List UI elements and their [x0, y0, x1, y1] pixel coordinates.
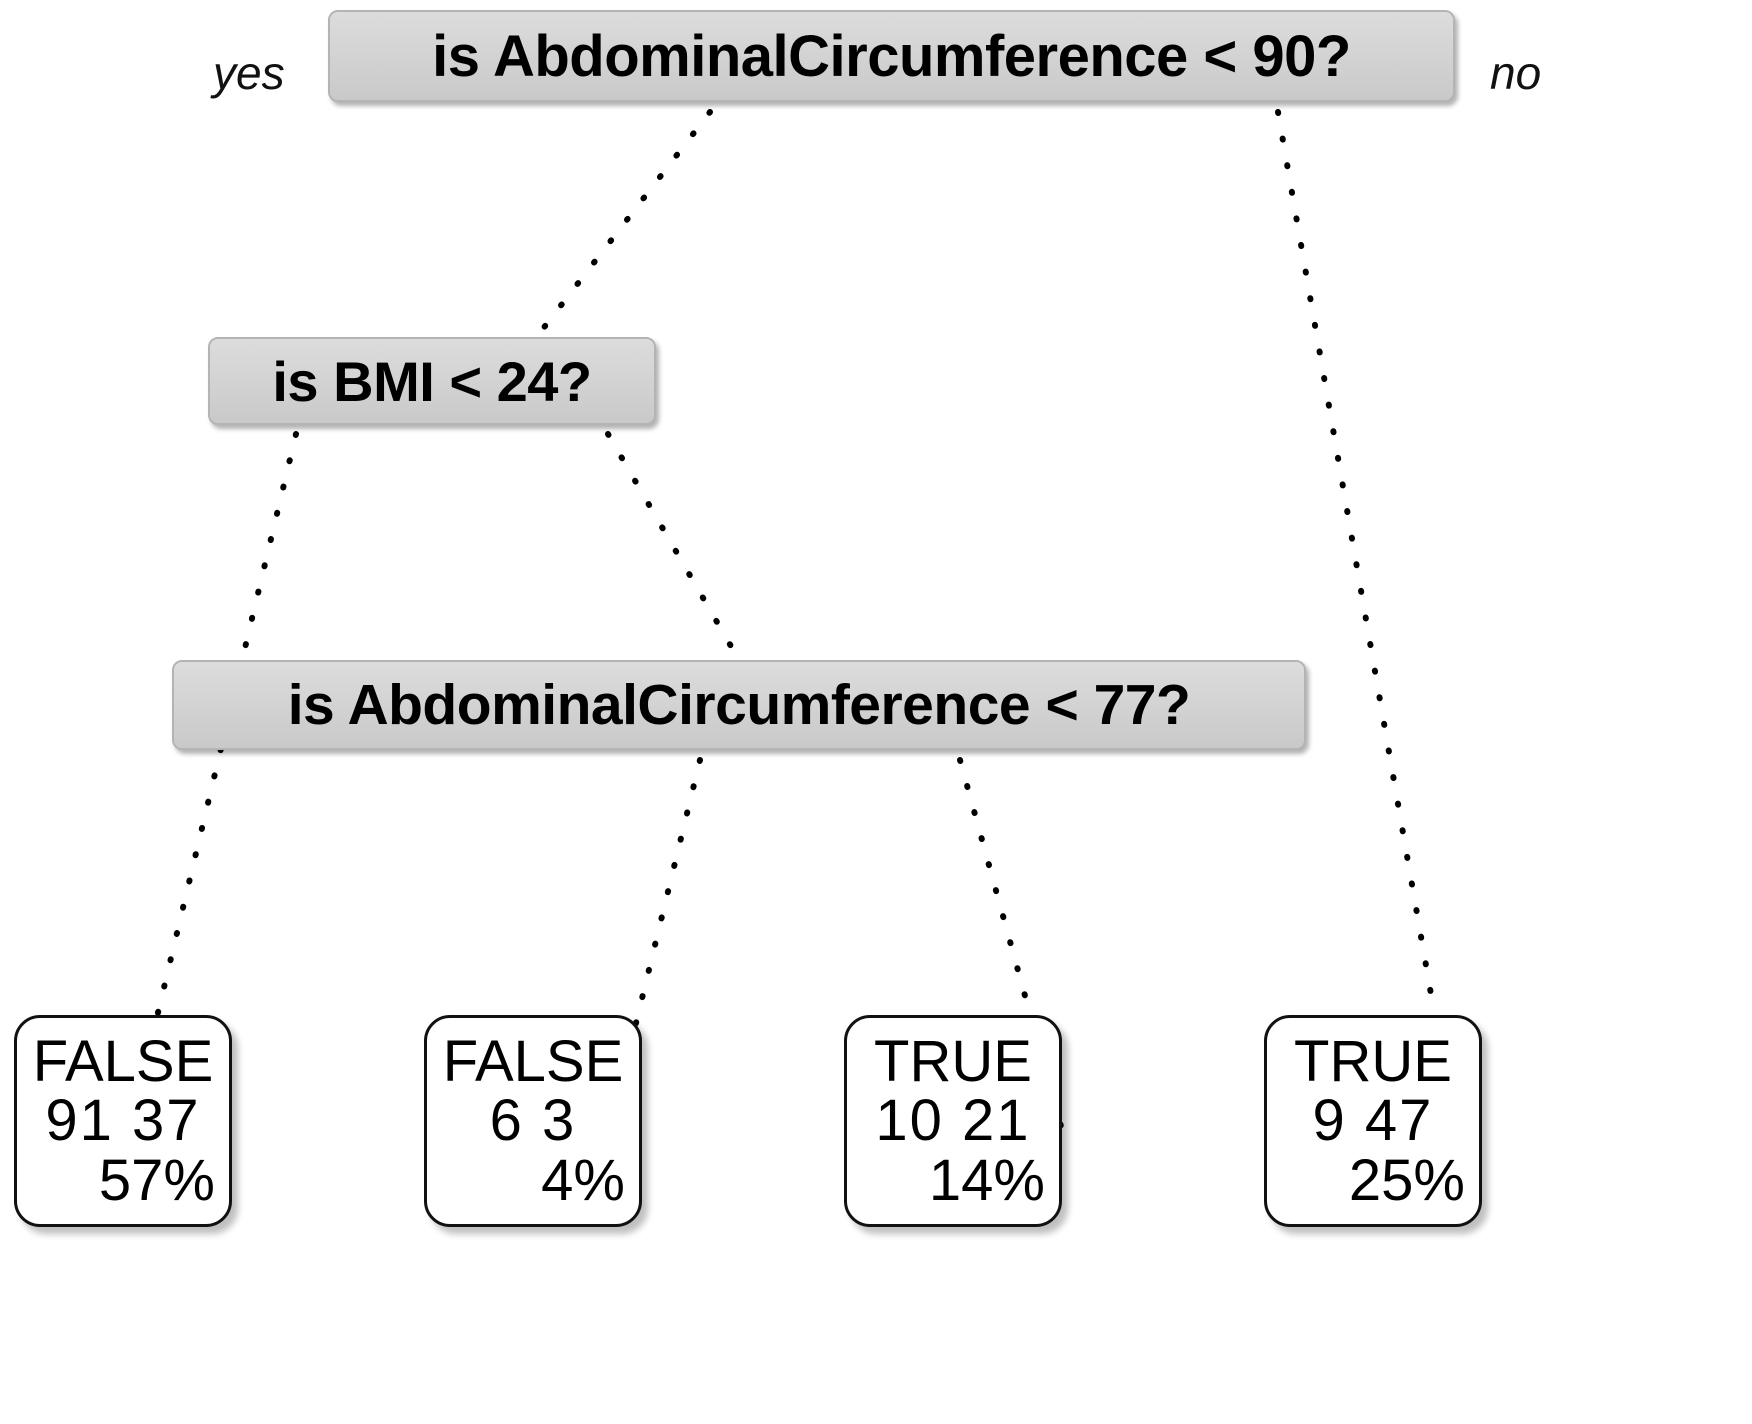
branch-label-yes: yes: [213, 47, 285, 99]
decision-node-bmi-label: is BMI < 24?: [210, 339, 654, 423]
decision-node-root[interactable]: is AbdominalCircumference < 90?: [328, 10, 1455, 102]
decision-node-ac77-label: is AbdominalCircumference < 77?: [174, 662, 1304, 748]
leaf-node-3[interactable]: TRUE 10 21 14%: [844, 1015, 1062, 1227]
leaf-node-3-percent: 14%: [928, 1147, 1045, 1213]
branch-label-no: no: [1490, 47, 1542, 99]
leaf-node-4-percent: 25%: [1348, 1147, 1465, 1213]
leaf-node-3-counts: 10 21: [875, 1088, 1031, 1154]
leaf-node-1-percent: 57%: [98, 1147, 215, 1213]
edge-root-to-ac77: [1275, 109, 1435, 1003]
leaf-node-4[interactable]: TRUE 9 47 25%: [1264, 1015, 1482, 1227]
leaf-node-1-label: FALSE: [32, 1029, 214, 1095]
decision-node-root-label: is AbdominalCircumference < 90?: [330, 12, 1453, 100]
leaf-node-4-counts: 9 47: [1312, 1088, 1434, 1154]
leaf-node-2[interactable]: FALSE 6 3 4%: [424, 1015, 642, 1227]
leaf-node-2-label: FALSE: [442, 1029, 624, 1095]
leaf-node-4-label: TRUE: [1294, 1029, 1452, 1095]
leaf-node-1-counts: 91 37: [45, 1088, 201, 1154]
leaf-node-1[interactable]: FALSE 91 37 57%: [14, 1015, 232, 1227]
leaf-node-2-percent: 4%: [541, 1147, 625, 1213]
edge-root-to-bmi: [539, 109, 713, 333]
decision-node-ac77[interactable]: is AbdominalCircumference < 77?: [172, 660, 1306, 750]
decision-node-bmi[interactable]: is BMI < 24?: [208, 337, 656, 425]
leaf-node-2-counts: 6 3: [489, 1088, 577, 1154]
leaf-node-3-label: TRUE: [874, 1029, 1032, 1095]
